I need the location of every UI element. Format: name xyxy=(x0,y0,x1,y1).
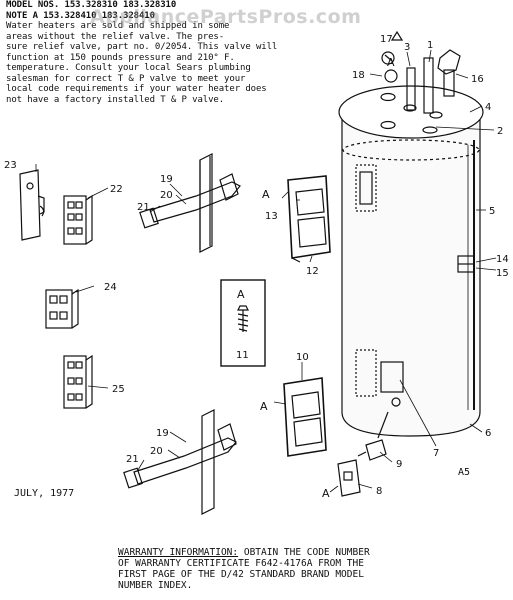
part-label-12: 12 xyxy=(306,266,319,277)
screw-detail-box xyxy=(220,279,266,367)
note-text-line: local code requirements if your water he… xyxy=(6,84,267,94)
note-marker-a: A xyxy=(260,400,268,413)
note-text-line: sure relief valve, part no. 0/2054. This… xyxy=(6,42,278,52)
part-label-21: 21 xyxy=(137,202,150,213)
part-number-labels: 1 2 3 4 5 6 7 8 9 10 11 12 13 14 15 16 1… xyxy=(4,34,509,500)
part-label-2: 2 xyxy=(497,126,503,137)
part-label-25: 25 xyxy=(112,384,125,395)
part-label-14: 14 xyxy=(496,254,509,265)
drain-valve xyxy=(357,397,401,461)
thermostat-24 xyxy=(45,288,79,329)
part-label-15: 15 xyxy=(496,268,509,279)
diagram-date: JULY, 1977 xyxy=(14,488,75,499)
part-label-10: 10 xyxy=(296,352,309,363)
thermostat-25 xyxy=(63,354,93,409)
part-label-6: 6 xyxy=(485,428,491,439)
upper-heating-element-assembly xyxy=(139,153,241,253)
part-label-19b: 19 xyxy=(156,428,169,439)
warranty-text-line: NUMBER INDEX. xyxy=(118,580,193,591)
part-label-23: 23 xyxy=(4,160,17,171)
part-label-3: 3 xyxy=(404,42,410,53)
small-cover xyxy=(337,459,361,497)
note-text-line: function at 150 pounds pressure and 210°… xyxy=(6,52,235,63)
note-text-line: areas without the relief valve. The pres… xyxy=(6,31,225,42)
part-label-19: 19 xyxy=(160,174,173,185)
water-heater-tank xyxy=(338,30,484,437)
warranty-text-line: OBTAIN THE CODE NUMBER xyxy=(243,547,370,558)
part-label-7: 7 xyxy=(433,448,439,459)
leader-lines xyxy=(35,49,497,493)
upper-access-panel xyxy=(287,175,331,263)
part-label-17: 17 xyxy=(380,34,393,45)
part-label-11: 11 xyxy=(236,350,249,361)
note-text-line: Water heaters are sold and shipped in so… xyxy=(6,21,230,31)
note-a-line: NOTE A 153.328410 183.328410 xyxy=(6,10,155,21)
warranty-information: WARRANTY INFORMATION: OBTAIN THE CODE NU… xyxy=(118,547,506,591)
warranty-text-line: OF WARRANTY CERTIFICATE F642-4176A FROM … xyxy=(118,558,364,569)
part-label-8: 8 xyxy=(376,486,382,497)
part-label-16: 16 xyxy=(471,74,484,85)
lower-access-panel xyxy=(283,377,327,457)
part-label-13: 13 xyxy=(265,211,278,222)
part-label-20b: 20 xyxy=(150,446,163,457)
part-label-21b: 21 xyxy=(126,454,139,465)
part-label-9: 9 xyxy=(396,459,402,470)
note-marker-a: A xyxy=(237,288,245,301)
note-marker-a: A xyxy=(262,188,270,201)
note-text-line: temperature. Consult your local Sears pl… xyxy=(6,63,251,73)
part-label-1: 1 xyxy=(427,40,433,51)
part-label-5: 5 xyxy=(489,206,495,217)
part-label-20: 20 xyxy=(160,190,173,201)
note-text-line: salesman for correct T & P valve to meet… xyxy=(6,73,246,84)
part-label-24: 24 xyxy=(104,282,117,293)
note-marker-a: A xyxy=(387,56,395,69)
warranty-heading: WARRANTY INFORMATION: xyxy=(118,547,239,558)
note-marker-a: A xyxy=(322,487,330,500)
part-label-22: 22 xyxy=(110,184,123,195)
thermostat-bracket xyxy=(19,169,45,241)
watermark: AppliancePartsPros.com xyxy=(90,6,362,28)
part-label-4: 4 xyxy=(485,102,491,113)
diagram-code: A5 xyxy=(458,467,471,478)
model-note-block: MODEL NOS. 153.328310 183.328310 NOTE A … xyxy=(6,0,278,105)
lower-heating-element-assembly xyxy=(123,409,237,515)
note-text-line: not have a factory installed T & P valve… xyxy=(6,94,225,105)
thermostat-22 xyxy=(63,194,93,245)
warranty-text-line: FIRST PAGE OF THE D/42 STANDARD BRAND MO… xyxy=(118,569,364,580)
model-numbers-line: MODEL NOS. 153.328310 183.328310 xyxy=(6,0,177,10)
part-label-18: 18 xyxy=(352,70,365,81)
